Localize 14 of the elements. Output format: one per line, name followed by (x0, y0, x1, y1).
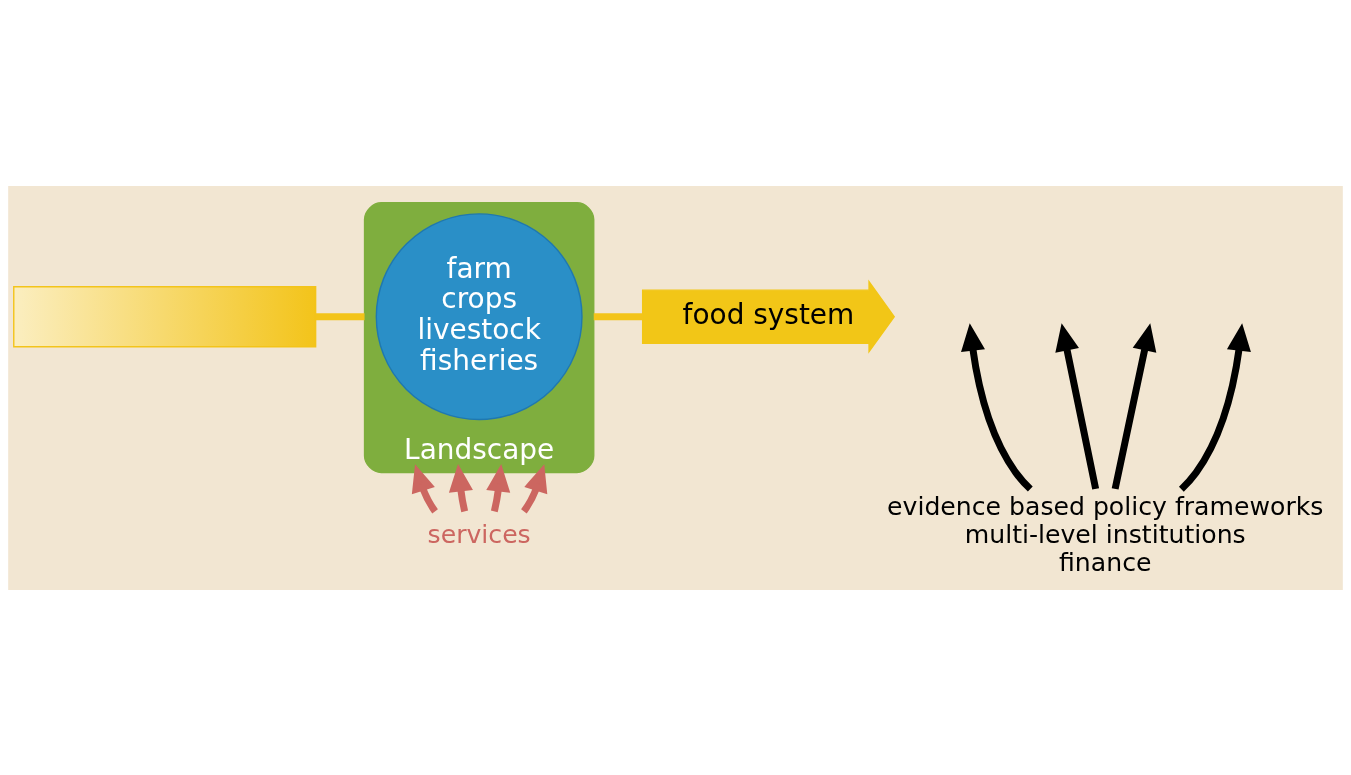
arrow (521, 463, 548, 513)
arrow (411, 463, 438, 513)
node-text: evidence based policy frameworks multi-level institutions finance (887, 491, 1324, 577)
connector (593, 312, 643, 320)
arrow (961, 322, 1033, 492)
node-text: services (427, 519, 531, 549)
arrow (486, 463, 511, 512)
node-circle: farm crops livestock fisheries (375, 212, 583, 420)
arrow (1111, 322, 1157, 490)
connector (315, 312, 365, 320)
arrow (448, 463, 473, 512)
arrow (1055, 322, 1100, 490)
node-bar (13, 285, 317, 347)
arrow (1178, 322, 1251, 492)
